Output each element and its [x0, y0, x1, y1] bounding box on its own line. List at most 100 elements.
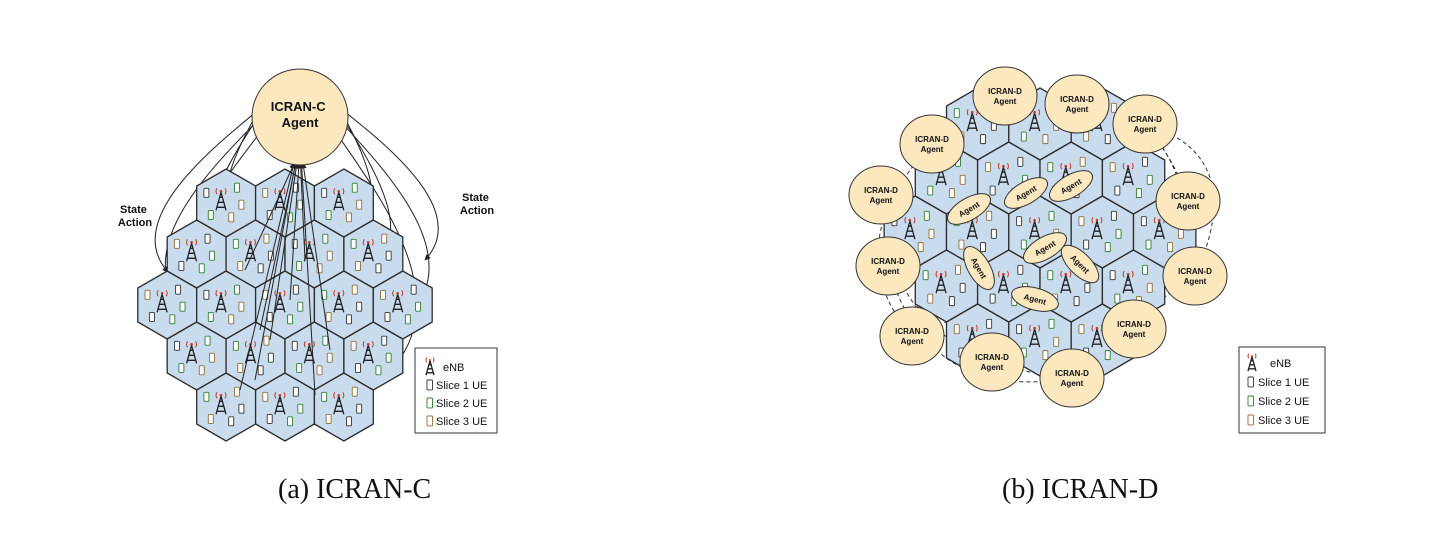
ue-phone-icon	[296, 362, 303, 373]
ue-phone-icon	[955, 264, 961, 275]
ue-phone-icon	[1247, 395, 1254, 407]
enb-tower-icon	[274, 392, 286, 415]
ue-phone-icon	[173, 340, 180, 351]
inner-agent[interactable]: Agent	[1045, 164, 1098, 207]
ue-phone-icon	[1177, 228, 1184, 239]
enb-tower-icon	[333, 290, 345, 313]
ue-phone-icon	[989, 293, 996, 304]
ue-phone-icon	[1142, 264, 1149, 275]
enb-tower-icon	[1091, 216, 1103, 240]
ue-phone-icon	[351, 182, 358, 193]
central-agent[interactable]: ICRAN-C Agent	[251, 68, 349, 166]
ue-phone-icon	[1110, 210, 1117, 221]
ue-phone-icon	[292, 386, 299, 397]
enb-tower-icon	[215, 392, 227, 415]
ue-phone-icon	[990, 228, 997, 239]
ue-phone-icon	[169, 314, 176, 325]
ue-phone-icon	[296, 260, 303, 271]
inner-agent[interactable]: Agent	[1000, 171, 1053, 214]
enb-tower-icon	[935, 270, 947, 294]
ue-phone-icon	[1048, 210, 1055, 221]
ue-phone-icon	[207, 209, 214, 220]
ue-phone-icon	[426, 379, 433, 391]
ue-phone-icon	[1016, 324, 1023, 335]
ue-phone-icon	[1115, 228, 1122, 239]
ue-phone-icon	[415, 301, 422, 312]
ue-phone-icon	[228, 416, 235, 427]
inner-agent[interactable]: Agent	[957, 242, 1000, 295]
ue-phone-icon	[326, 352, 333, 363]
icran-d-agent-line-2: Agent	[877, 267, 900, 276]
cell-hexagon	[1070, 195, 1135, 269]
ue-phone-icon	[1020, 239, 1027, 250]
ue-phone-icon	[375, 365, 382, 376]
enb-tower-icon	[1153, 216, 1165, 240]
cell-hexagon	[284, 321, 345, 391]
ue-phone-icon	[1048, 318, 1055, 329]
ue-phone-icon	[234, 386, 240, 397]
enb-tower-icon	[185, 239, 198, 262]
icran-d-agent-line-2: Agent	[1177, 202, 1200, 211]
inner-state-arrow	[259, 162, 298, 331]
right-state-action-label: State Action	[460, 192, 495, 217]
ue-phone-icon	[234, 182, 240, 193]
ue-phone-icon	[980, 242, 986, 253]
ue-phone-icon	[291, 238, 298, 249]
ue-phone-icon	[209, 250, 215, 261]
ue-phone-icon	[321, 187, 328, 198]
ue-phone-icon	[959, 282, 966, 293]
inner-agent[interactable]: Agent	[1009, 282, 1061, 316]
ue-phone-icon	[178, 362, 185, 373]
ue-phone-icon	[948, 188, 955, 199]
icran-d-agent-line-1: ICRAN-D	[1060, 95, 1094, 104]
inner-arrows	[239, 162, 331, 396]
inner-agent[interactable]: Agent	[1055, 239, 1104, 288]
icran-d-agent-line-1: ICRAN-D	[895, 327, 929, 336]
ue-phone-icon	[927, 293, 934, 304]
ue-phone-icon	[381, 335, 388, 346]
ue-phone-icon	[355, 260, 361, 271]
ue-phone-icon	[948, 296, 955, 307]
ue-phone-icon	[1017, 264, 1024, 275]
ue-phone-icon	[922, 270, 929, 281]
ue-phone-icon	[326, 250, 333, 261]
enb-tower-icon	[215, 188, 227, 211]
ue-phone-icon	[322, 233, 329, 244]
ue-phone-icon	[228, 314, 235, 325]
inner-agent[interactable]: Agent	[943, 187, 996, 230]
ue-phone-icon	[959, 174, 966, 185]
ue-phone-icon	[923, 210, 930, 221]
inner-agent[interactable]: Agent	[1019, 226, 1072, 269]
enb-tower-icon	[1247, 353, 1257, 372]
ue-phone-icon	[953, 324, 960, 335]
enb-tower-icon	[904, 216, 916, 240]
ue-phone-icon	[1078, 324, 1085, 335]
enb-tower-icon	[425, 357, 435, 376]
ue-phone-icon	[1047, 162, 1054, 173]
ue-phone-icon	[1145, 239, 1152, 250]
cell-hexagon	[343, 321, 404, 391]
ue-phone-icon	[198, 365, 205, 376]
ue-phone-icon	[207, 413, 214, 424]
ue-phone-icon	[410, 284, 417, 295]
ue-phone-icon	[178, 260, 185, 271]
ue-phone-icon	[238, 403, 245, 414]
ue-phone-icon	[375, 263, 382, 274]
ue-phone-icon	[1142, 156, 1149, 167]
ue-phone-icon	[1104, 242, 1111, 253]
